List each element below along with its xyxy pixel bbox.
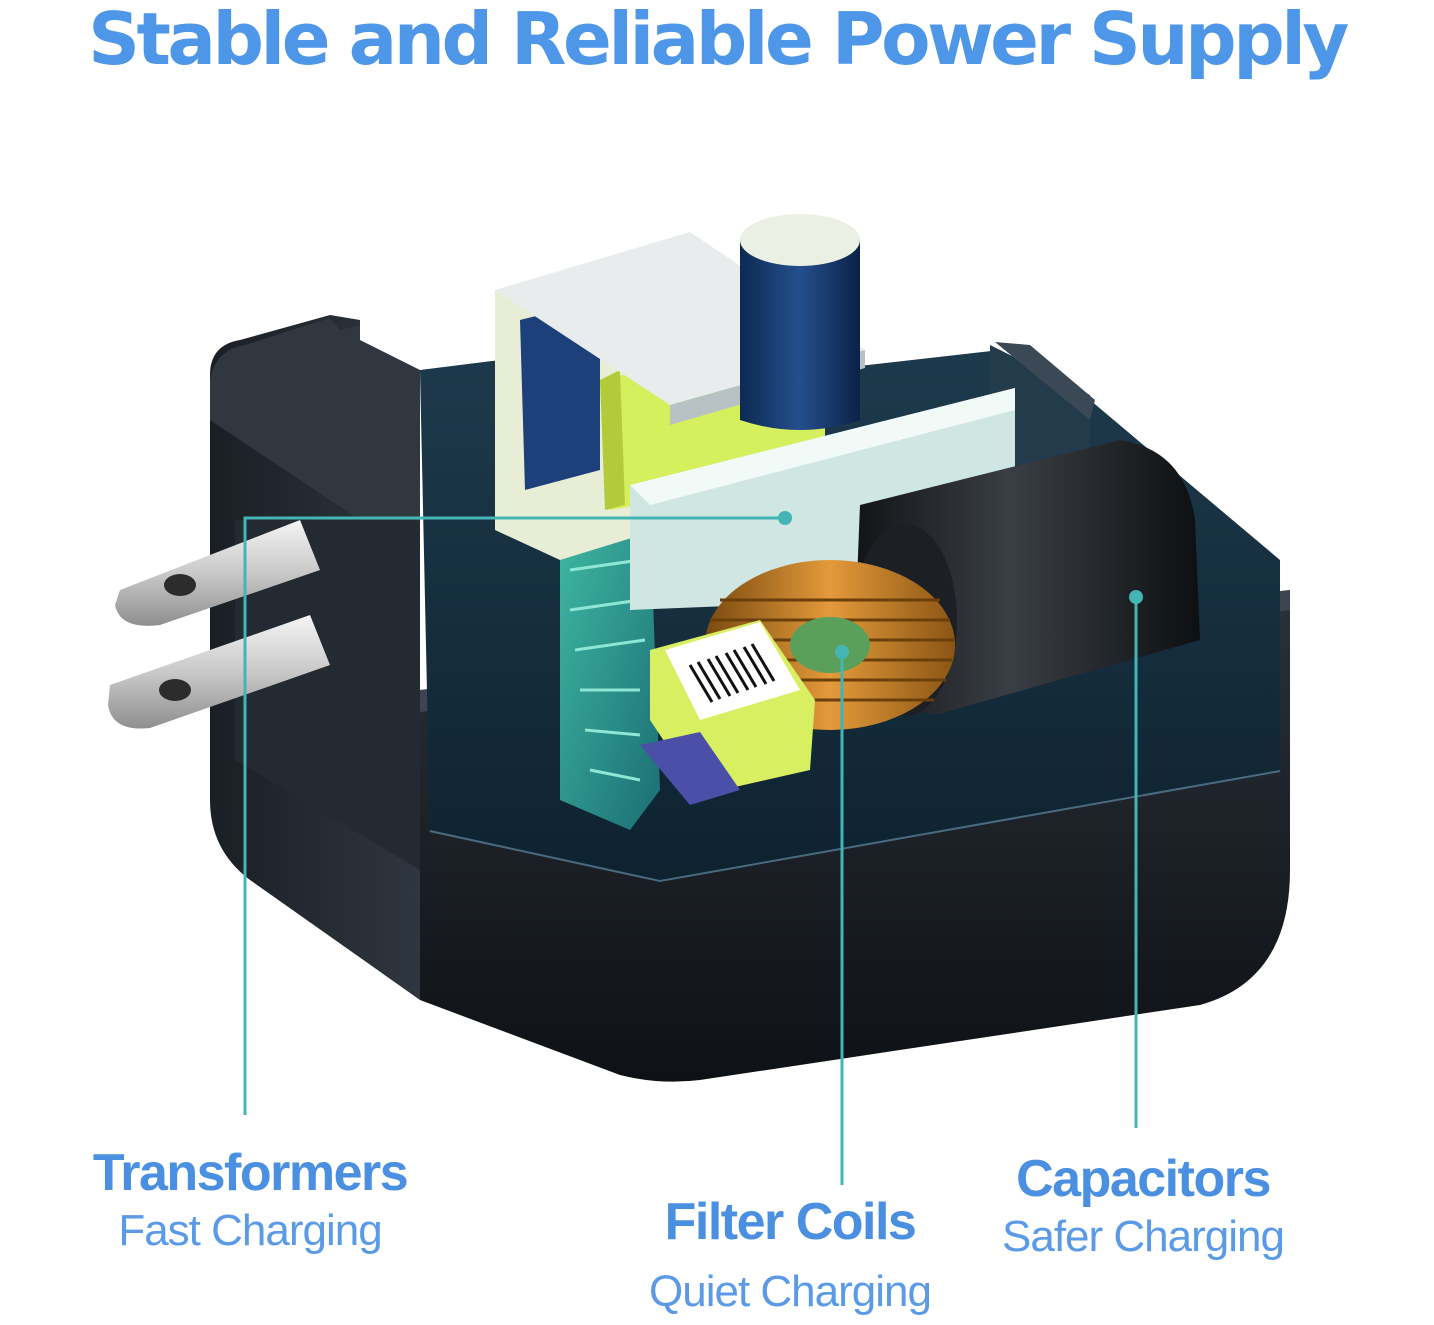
callout-title-filter-coils: Filter Coils (664, 1193, 917, 1251)
leader-lines (243, 516, 1138, 1185)
leader-dots (778, 511, 1143, 659)
callout-subtitle-capacitors: Safer Charging (1002, 1212, 1285, 1261)
callout-filter-coils: Filter Coils Quiet Charging (615, 1192, 965, 1318)
plug-prong-icon (108, 520, 330, 729)
transformer-icon (495, 232, 1015, 610)
barcode-icon (640, 620, 815, 805)
callout-transformers: Transformers Fast Charging (75, 1143, 425, 1257)
callout-title-transformers: Transformers (92, 1144, 409, 1202)
headline: Stable and Reliable Power Supply (88, 0, 1349, 81)
capacitor-icon (740, 214, 860, 430)
callout-title-capacitors: Capacitors (1016, 1150, 1271, 1208)
callout-capacitors: Capacitors Safer Charging (968, 1149, 1318, 1263)
callout-subtitle-transformers: Fast Charging (118, 1206, 382, 1255)
callout-subtitle-filter-coils: Quiet Charging (649, 1267, 932, 1316)
